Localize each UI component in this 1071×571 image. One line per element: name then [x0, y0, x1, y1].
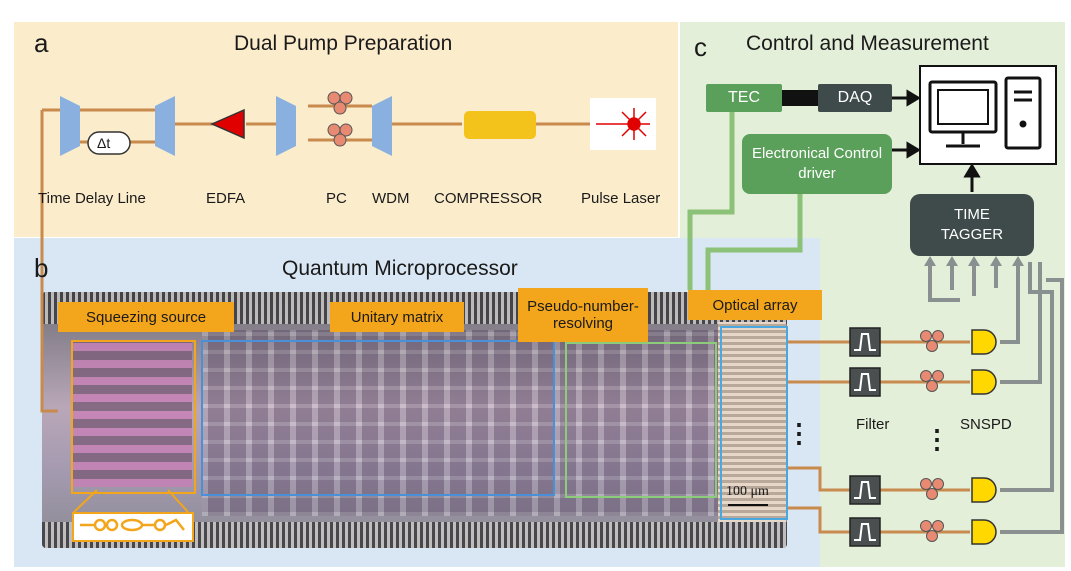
- compressor-label: COMPRESSOR: [434, 190, 542, 207]
- snspd-label: SNSPD: [960, 416, 1012, 433]
- panel-b-letter: b: [34, 253, 48, 284]
- control-driver-box: Electronical Control driver: [742, 134, 892, 194]
- tec-box: TEC: [706, 84, 782, 112]
- snspd-detectors: [972, 330, 996, 544]
- panel-c-title: Control and Measurement: [746, 32, 989, 56]
- filter-label: Filter: [856, 416, 889, 433]
- polarization-controller-icons: [328, 92, 352, 146]
- squeezing-source-tag: Squeezing source: [58, 302, 234, 332]
- panel-a-letter: a: [34, 28, 48, 59]
- time-tagger-box: TIME TAGGER: [910, 194, 1034, 256]
- panel-c-letter: c: [694, 32, 707, 63]
- panel-a-title: Dual Pump Preparation: [234, 32, 452, 56]
- panel-b-title: Quantum Microprocessor: [282, 257, 518, 281]
- wdm-right: [372, 96, 392, 156]
- time-delay-line-label: Time Delay Line: [38, 190, 146, 207]
- output-dots-right: ⋮: [924, 424, 950, 455]
- daq-box: DAQ: [818, 84, 892, 112]
- edfa-label: EDFA: [206, 190, 245, 207]
- pulse-laser-label: Pulse Laser: [581, 190, 660, 207]
- wdm-label: WDM: [372, 190, 410, 207]
- delay-line-splitter-right: [155, 96, 175, 156]
- edfa-amplifier: [212, 110, 244, 138]
- inset-schematic: [80, 520, 184, 530]
- filter-icons: [850, 328, 880, 546]
- delay-line-splitter-left: [60, 96, 80, 156]
- wdm-left: [276, 96, 296, 156]
- pseudo-number-resolving-tag: Pseudo-number-resolving: [518, 288, 648, 342]
- time-tagger-input-arrows: [924, 256, 1024, 266]
- pc-label: PC: [326, 190, 347, 207]
- optical-array-tag: Optical array: [688, 290, 822, 320]
- output-dots-left: ⋮: [786, 418, 812, 449]
- unitary-matrix-tag: Unitary matrix: [330, 302, 464, 332]
- tec-daq-link: [782, 90, 820, 106]
- scale-bar-label: 100 μm: [726, 484, 769, 500]
- compressor-block: [464, 111, 536, 139]
- delay-symbol: Δt: [97, 135, 110, 151]
